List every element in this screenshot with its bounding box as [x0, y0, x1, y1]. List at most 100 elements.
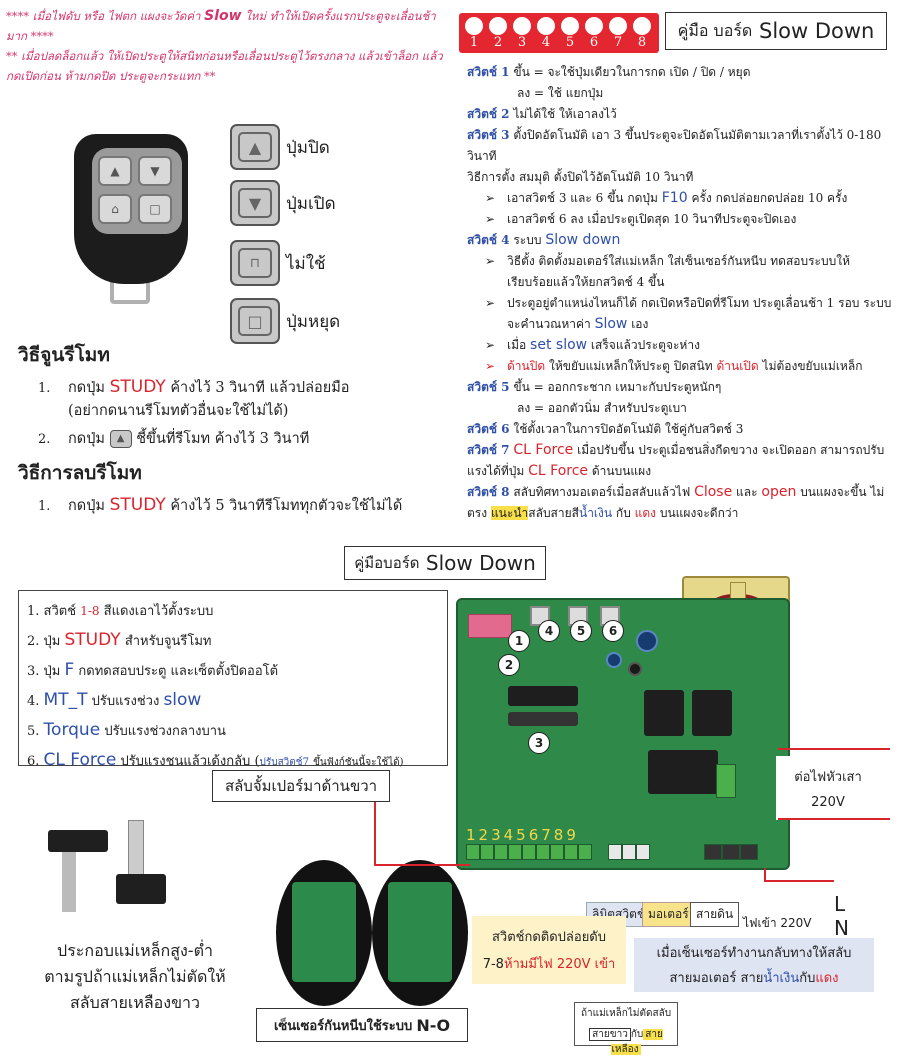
line-N: N — [834, 916, 849, 940]
dip-dot — [561, 17, 579, 35]
red-wire — [374, 802, 376, 866]
legend-item-5: 5. Torque ปรับแรงช่วงกลางบาน — [27, 720, 226, 740]
magnet-note: ถ้าแม่เหล็กไม่ตัดสลับ สายขาวกับสายเหลือง — [574, 1002, 678, 1055]
badge-3: 3 — [528, 732, 550, 754]
red-wire — [764, 868, 766, 880]
dip-dot — [585, 17, 603, 35]
power-in-tag: ไฟเข้า 220V — [743, 916, 812, 930]
dip-dot — [633, 17, 651, 35]
control-board: 1 4 5 6 2 3 123456789 — [456, 598, 790, 870]
page-title-bottom: คู่มือบอร์ด Slow Down — [344, 546, 546, 580]
remote-body: ▲ ▼ ⌂ □ — [74, 134, 188, 284]
remote-button-legend: ▲ ปุ่มปิด ▼ ปุ่มเปิด ⊓ ไม่ใช้ □ ปุ่มหยุด — [230, 122, 390, 346]
remote-btn-down-icon: ▼ — [138, 156, 172, 186]
board-legend-box: 1. สวิตช์ 1-8 สีแดงเอาไว้ตั้งระบบ 2. ปุ่… — [18, 590, 448, 770]
pairing-title: วิธีจูนรีโมท — [18, 344, 110, 366]
delete-section: วิธีการลบรีโมท 1.กดปุ่ม STUDY ค้างไว้ 5 … — [18, 458, 458, 518]
red-wire — [778, 748, 890, 750]
pairing-step-2: 2.กดปุ่ม ▲ ชี้ขึ้นที่รีโมท ค้างไว้ 3 วิน… — [38, 430, 310, 448]
remote-btn-up-icon: ▲ — [98, 156, 132, 186]
push-switch-box: สวิตช์กดติดปล่อยดับ 7-8ห้ามมีไฟ 220V เข้… — [472, 916, 626, 984]
badge-2: 2 — [498, 654, 520, 676]
switch-5: สวิตช์ 5 ขึ้น = ออกกระชาก เหมาะกับประตูห… — [467, 380, 722, 394]
magnet-limit-image — [36, 820, 206, 920]
switch-descriptions: สวิตช์ 1 ขึ้น = จะใช้ปุ่มเดียวในการกด เป… — [467, 62, 895, 524]
relay-large — [648, 750, 718, 794]
switch-7: สวิตช์ 7 CL Force เมื่อปรับขึ้น ประตูเมื… — [467, 442, 885, 458]
legend-item-6: 6. CL Force ปรับแรงชนแล้วเด้งกลับ (ปรับส… — [27, 750, 404, 770]
triangle-up-icon: ▲ — [109, 430, 132, 448]
legend-item-2: 2. ปุ่ม STUDY สำหรับจูนรีโมท — [27, 630, 212, 650]
delete-title: วิธีการลบรีโมท — [18, 462, 142, 484]
ground-tag: สายดิน — [690, 902, 740, 927]
switch-8: สวิตช์ 8 สลับทิศทางมอเตอร์เมื่อสลับแล้วไ… — [467, 484, 885, 500]
badge-1: 1 — [508, 630, 530, 652]
dip-number: 2 — [493, 35, 503, 50]
board-dip-switch — [468, 614, 512, 638]
square-icon: □ — [230, 298, 280, 344]
triangle-up-icon: ▲ — [230, 124, 280, 170]
terminal-strip-left — [466, 844, 592, 860]
safety-sensor-right — [372, 860, 468, 1006]
capacitor — [606, 652, 622, 668]
dip-number: 8 — [637, 35, 647, 50]
safety-sensor-left — [276, 860, 372, 1006]
jumper-label: สลับจั้มเปอร์มาด้านขวา — [212, 770, 390, 802]
ic-chip — [508, 686, 578, 706]
dip-number: 4 — [541, 35, 551, 50]
badge-6: 6 — [602, 620, 624, 642]
red-wire — [374, 864, 470, 866]
dip-dot — [489, 17, 507, 35]
legend-item-4: 4. MT_T ปรับแรงช่วง slow — [27, 690, 202, 710]
remote-btn-stop-icon: □ — [138, 194, 172, 224]
legend-item-1: 1. สวิตช์ 1-8 สีแดงเอาไว้ตั้งระบบ — [27, 604, 214, 619]
terminal-strip-limit — [608, 844, 650, 860]
motor-tag: มอเตอร์ — [642, 902, 695, 927]
dip-dot — [465, 17, 483, 35]
dip-dot — [513, 17, 531, 35]
sensor-caption: เซ็นเซอร์กันหนีบใช้ระบบ N-O — [256, 1008, 468, 1042]
motor-swap-box: เมื่อเซ็นเซอร์ทำงานกลับทางให้สลับ สายมอเ… — [634, 938, 874, 992]
badge-5: 5 — [570, 620, 592, 642]
head-light-label: ต่อไฟหัวเสา 220V — [776, 756, 880, 820]
remote-btn-lock-icon: ⌂ — [98, 194, 132, 224]
dip-number: 6 — [589, 35, 599, 50]
badge-4: 4 — [538, 620, 560, 642]
note-unlock: ** เมื่อปลดล็อกแล้ว ให้เปิดประตูให้สนิทก… — [6, 49, 443, 83]
relay — [692, 690, 732, 736]
dip-dot — [609, 17, 627, 35]
switch-1: สวิตช์ 1 ขึ้น = จะใช้ปุ่มเดียวในการกด เป… — [467, 65, 751, 79]
remote-control-image: ▲ ▼ ⌂ □ — [68, 128, 196, 308]
terminal-strip-power — [704, 844, 758, 860]
triangle-down-icon: ▼ — [230, 180, 280, 226]
pairing-section: วิธีจูนรีโมท 1.กดปุ่ม STUDY ค้างไว้ 3 วิ… — [18, 340, 458, 451]
switch-6: สวิตช์ 6 ใช้ตั้งเวลาในการปิดอัตโนมัติ ใช… — [467, 422, 744, 436]
switch-3: สวิตช์ 3 ตั้งปิดอัตโนมัติ เอา 3 ขึ้นประต… — [467, 128, 882, 163]
red-wire — [764, 880, 834, 882]
legend-item-3: 3. ปุ่ม F กดทดสอบประตู และเซ็ตตั้งปิดออโ… — [27, 660, 279, 680]
page-title-top: คู่มือ บอร์ด Slow Down — [665, 12, 887, 50]
buzzer — [628, 662, 642, 676]
capacitor — [636, 630, 658, 652]
relay — [644, 690, 684, 736]
dip-number: 5 — [565, 35, 575, 50]
dip-number: 1 — [469, 35, 479, 50]
dip-dot — [537, 17, 555, 35]
legend-open: ▼ ปุ่มเปิด — [230, 178, 390, 228]
red-wire — [778, 818, 890, 820]
switch-2: สวิตช์ 2 ไม่ได้ใช้ ให้เอาลงไว้ — [467, 107, 617, 121]
dip-number: 7 — [613, 35, 623, 50]
terminal-numbers: 123456789 — [466, 826, 579, 844]
warning-notes: **** เมื่อไฟดับ หรือ ไฟตก แผงจะวัดค่า Sl… — [6, 6, 446, 86]
dip-switch-graphic: 1 2 3 4 5 6 7 8 — [459, 13, 659, 53]
pairing-step-1-note: (อย่ากดนานรีโมทตัวอื่นจะใช้ไม่ได้) — [68, 403, 289, 419]
switch-4: สวิตช์ 4 ระบบ Slow down — [467, 232, 621, 248]
legend-unused: ⊓ ไม่ใช้ — [230, 238, 390, 288]
dip-number: 3 — [517, 35, 527, 50]
legend-stop: □ ปุ่มหยุด — [230, 296, 390, 346]
legend-close: ▲ ปุ่มปิด — [230, 122, 390, 172]
magnet-caption: ประกอบแม่เหล็กสูง-ต่ำ ตามรูปถ้าแม่เหล็กไ… — [44, 941, 226, 1012]
ic-chip — [508, 712, 578, 726]
line-L: L — [834, 892, 846, 916]
pairing-step-1: 1.กดปุ่ม STUDY ค้างไว้ 3 วินาที แล้วปล่อ… — [38, 377, 350, 397]
